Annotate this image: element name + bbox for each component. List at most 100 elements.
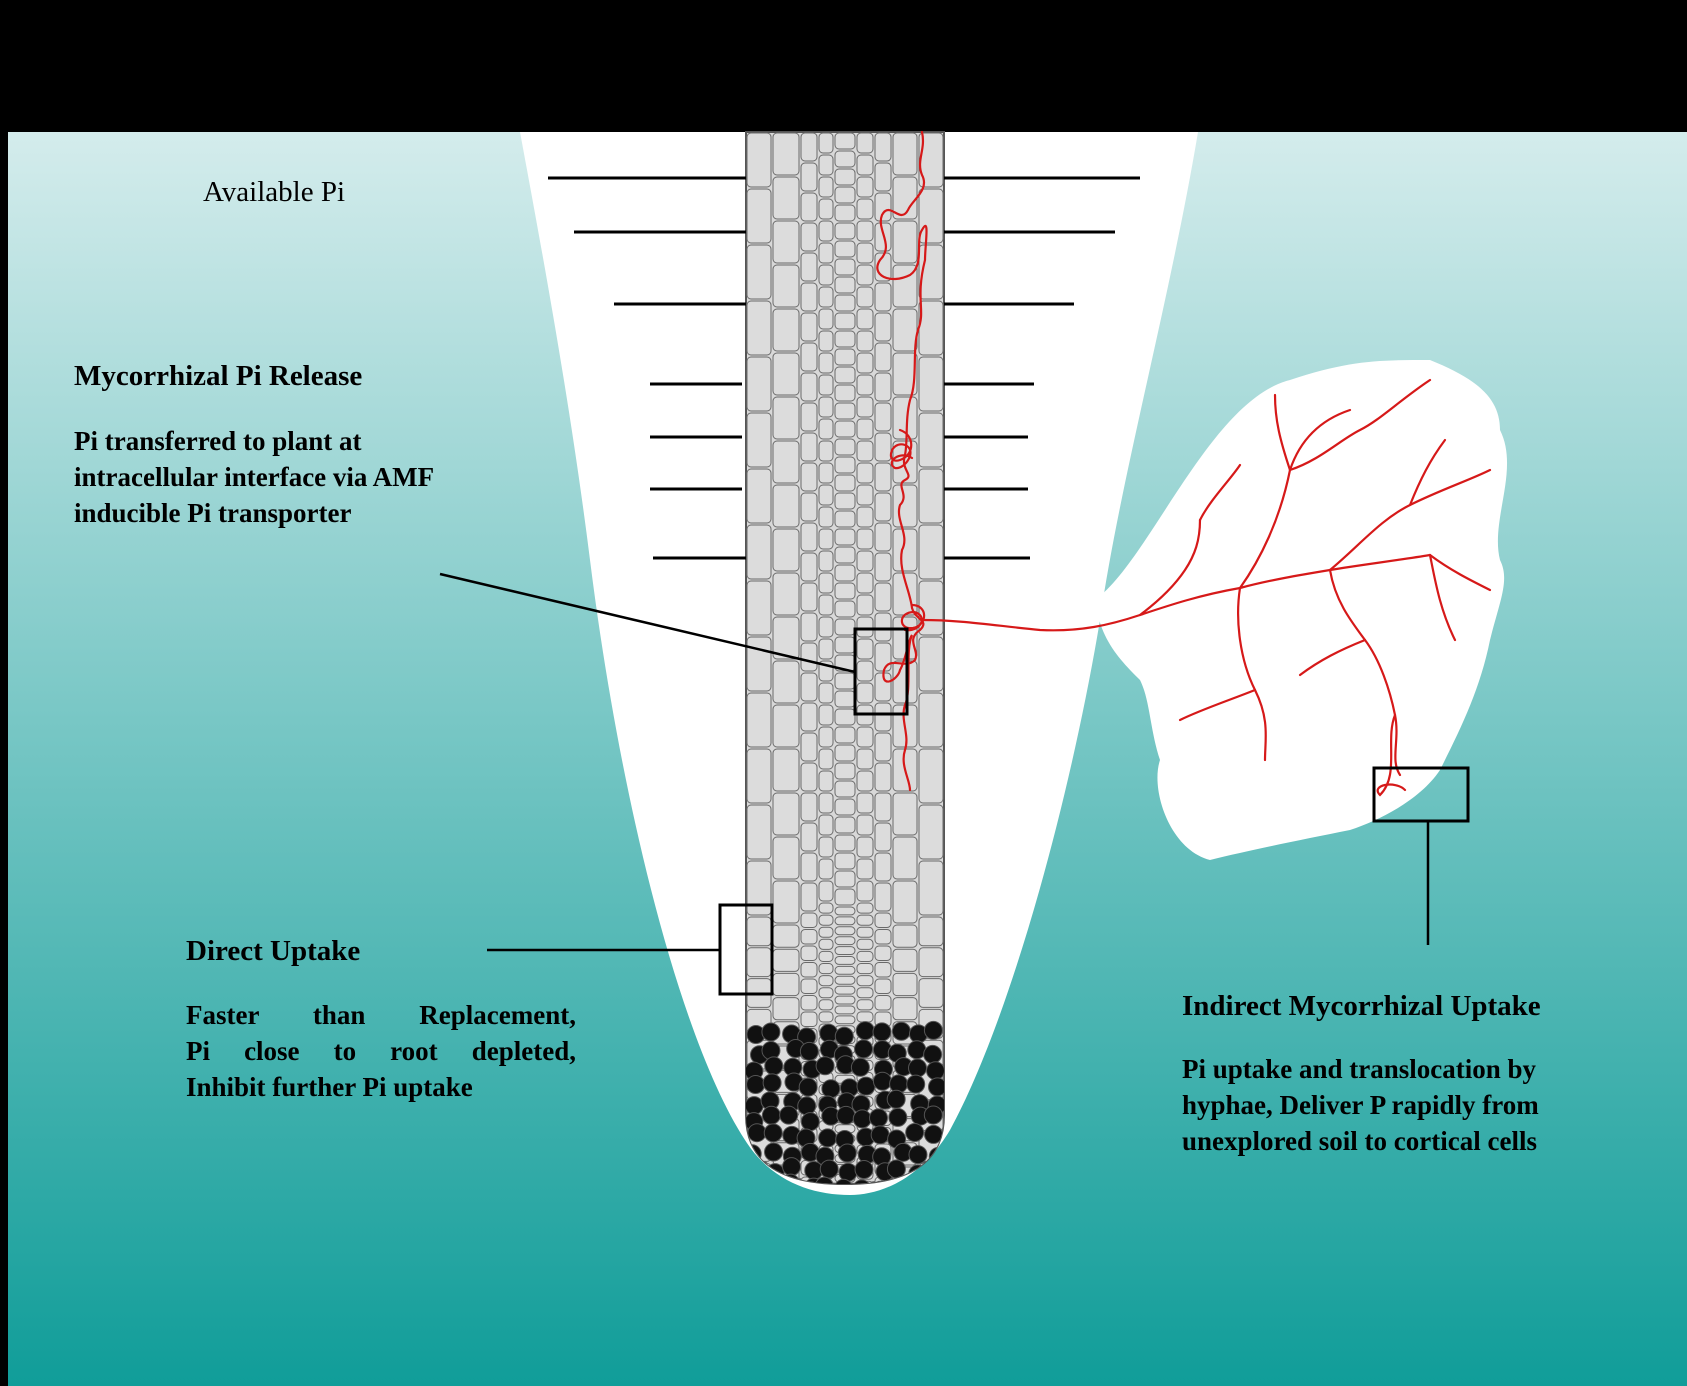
root-cell [857,199,873,219]
mycorrhizal-release-text: Pi transferred to plant at intracellular… [74,424,574,532]
root-cell [819,1012,833,1022]
direct-uptake-title: Direct Uptake [186,935,360,968]
root-cap-cell [871,1126,889,1144]
root-cell [801,996,817,1011]
root-cell [801,163,817,191]
root-cap-cell [909,1146,927,1164]
root-cap-cell [801,1113,819,1131]
root-cap-cell [906,1124,924,1142]
depletion-zone-brace [962,76,1174,110]
root-cell [819,529,833,549]
root-cell [875,763,891,791]
root-cell [875,313,891,341]
root-cell [835,601,855,617]
root-cell [835,673,855,689]
root-cell [835,763,855,779]
root-cell [875,883,891,911]
root-cell [801,963,817,978]
root-cap-cell [838,1144,856,1162]
root-cell [857,331,873,351]
root-cell [875,583,891,611]
root-cell [819,639,833,659]
root-cell [819,507,833,527]
root-cell [801,763,817,791]
root-cell [919,979,943,1008]
root-cell [875,223,891,251]
root-cap-cell [856,1022,874,1040]
text-line: Pi uptake and translocation by [1182,1052,1642,1088]
mycorrhizal-release-title: Mycorrhizal Pi Release [74,360,362,393]
root-cell [919,413,943,467]
root-cell [875,963,891,978]
root-cell [893,949,917,971]
root-cell [747,301,771,355]
root-cell [857,463,873,483]
root-cell [875,853,891,881]
root-cell [893,485,917,527]
root-cell [919,357,943,411]
root-cell [819,815,833,835]
root-cell [835,475,855,491]
root-cell [857,881,873,901]
root-cell [857,441,873,461]
root-cell [875,403,891,431]
root-cell [819,133,833,153]
root-cell [801,493,817,521]
root-cell [801,930,817,945]
root-cap-cell [799,1078,817,1096]
root-cell [893,925,917,947]
root-cell [819,309,833,329]
root-cell [875,343,891,371]
root-cell [835,835,855,851]
root-cell [919,693,943,747]
root-cap-cell [780,1106,798,1124]
root-cell [857,309,873,329]
root-cell [801,133,817,161]
root-cell [857,771,873,791]
root-cell [835,745,855,761]
root-cell [875,133,891,161]
root-cell [835,295,855,311]
root-cell [857,951,873,961]
root-cell [835,947,855,955]
root-cap-cell [839,1163,857,1181]
root-cap-cell [887,1160,905,1178]
root-cell [747,581,771,635]
root-cap-cell [924,1106,942,1124]
root-cell [919,469,943,523]
root-cell [801,283,817,311]
root-cell [919,301,943,355]
root-cap-cell [765,1057,783,1075]
text-line: unexplored soil to cortical cells [1182,1124,1642,1160]
root-cap-cell [816,1057,834,1075]
root-cell [819,331,833,351]
root-cell [819,551,833,571]
root-cell [773,925,799,947]
root-cell [875,433,891,461]
root-cell [857,551,873,571]
root-cell [857,837,873,857]
root-cell [819,1000,833,1010]
root-cell [773,353,799,395]
root-cell [835,889,855,905]
text-line: Pi transferred to plant at [74,424,574,460]
root-cap-cell [907,1075,925,1093]
root-cap-cell [908,1041,926,1059]
root-cell [919,948,943,977]
root-cell [801,703,817,731]
root-cell [819,927,833,937]
root-cell [835,709,855,725]
root-cell [835,205,855,221]
root-cell [835,385,855,401]
root-cell [893,973,917,995]
root-cell [801,643,817,671]
root-cell [857,727,873,747]
root-cell [773,529,799,571]
root-cell [835,927,855,935]
root-cell [875,553,891,581]
root-cell [747,189,771,243]
root-cell [919,917,943,946]
root-cell [819,915,833,925]
root-cell [773,749,799,791]
